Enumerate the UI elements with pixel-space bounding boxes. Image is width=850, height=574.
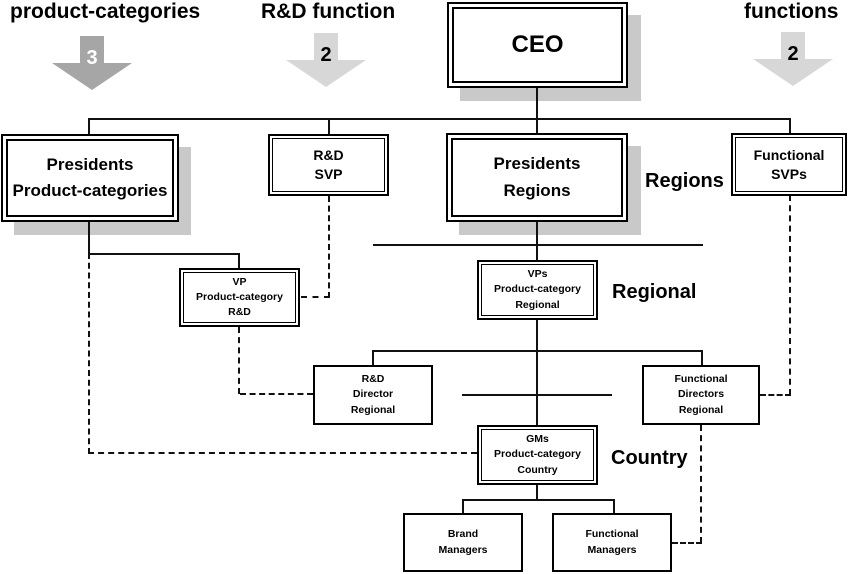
- box-vps-product-category-regional: VPs Product-category Regional: [477, 260, 598, 320]
- dashed-to-functional-managers: [672, 542, 702, 544]
- down-arrow-icon: 2: [286, 33, 366, 87]
- dashed-functional-svps-down: [789, 195, 791, 395]
- down-arrow-icon: 2: [753, 32, 833, 86]
- box-functional-managers: Functional Managers: [552, 513, 672, 572]
- connector-pr-to-vps: [536, 221, 538, 260]
- dashed-vp-down: [238, 327, 240, 394]
- connector-trunk: [88, 118, 791, 120]
- box-ceo: CEO: [447, 2, 628, 88]
- label-functions: functions: [744, 0, 839, 23]
- connector-ceo-trunk: [536, 88, 538, 118]
- connector-ppc-to-vp: [88, 253, 240, 255]
- dashed-functional-svps-to-directors: [760, 394, 791, 396]
- arrow-count: 3: [86, 47, 98, 69]
- connector-branch-regional: [372, 350, 703, 352]
- box-rnd-svp: R&D SVP: [268, 134, 389, 196]
- connector-drop-brand-managers: [462, 499, 464, 513]
- connector-branch-country: [462, 499, 615, 501]
- down-arrow-icon: 3: [52, 36, 132, 90]
- box-functional-svps: Functional SVPs: [731, 133, 847, 196]
- connector-drop-rnd-director: [372, 350, 374, 365]
- connector-gms-down: [536, 485, 538, 500]
- arrow-count: 2: [787, 43, 799, 65]
- connector-vp-top: [238, 253, 240, 268]
- box-rnd-director-regional: R&D Director Regional: [313, 365, 433, 425]
- level-label-regional: Regional: [612, 281, 697, 303]
- connector-drop-functional-managers: [613, 499, 615, 513]
- box-vp-product-category-rnd: VP Product-category R&D: [179, 268, 300, 327]
- connector-vps-to-gms: [536, 320, 538, 425]
- box-functional-directors-regional: Functional Directors Regional: [642, 365, 760, 425]
- dashed-vp-to-rnd-director: [240, 393, 313, 395]
- level-label-country: Country: [611, 447, 688, 469]
- arrow-count: 2: [320, 44, 332, 66]
- box-gms-product-category-country: GMs Product-category Country: [477, 425, 598, 485]
- box-presidents-regions: Presidents Regions: [446, 133, 628, 222]
- dashed-rnd-svp-to-vp: [301, 296, 330, 298]
- divider-regional-country: [462, 394, 612, 396]
- label-rnd-function: R&D function: [261, 0, 396, 23]
- box-presidents-product-categories: Presidents Product-categories: [1, 134, 179, 222]
- dashed-rnd-svp-down: [328, 196, 330, 298]
- box-brand-managers: Brand Managers: [403, 513, 523, 572]
- level-label-regions: Regions: [645, 170, 724, 192]
- dashed-functional-directors-down: [700, 425, 702, 543]
- connector-drop-functional-svps: [789, 118, 791, 134]
- connector-drop-functional-directors: [701, 350, 703, 365]
- connector-drop-rnd-svp: [328, 118, 330, 135]
- dashed-ppc-to-gms: [88, 452, 477, 454]
- label-product-categories: product-categories: [10, 0, 201, 23]
- divider-regions-regional: [373, 244, 703, 246]
- dashed-ppc-down: [88, 253, 90, 454]
- connector-drop-presidents-regions: [536, 118, 538, 134]
- connector-ppc-down: [88, 221, 90, 254]
- connector-drop-presidents-product-categories: [88, 118, 90, 135]
